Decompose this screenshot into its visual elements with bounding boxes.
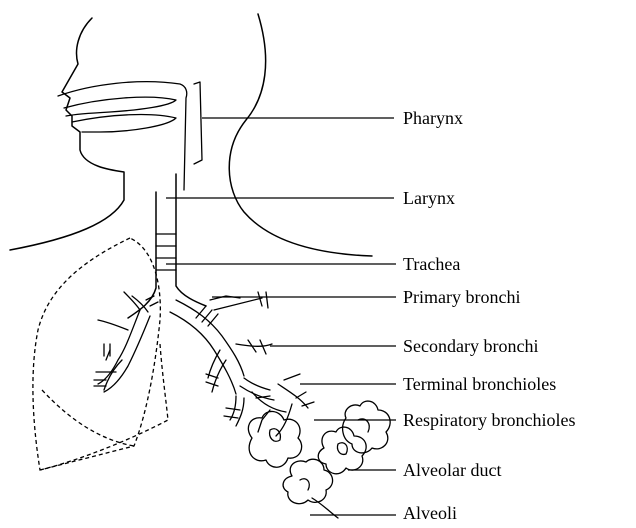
- left-bronchial-tree: [94, 292, 158, 392]
- pharynx-bracket: [194, 82, 202, 164]
- palate: [64, 97, 176, 116]
- alveoli-clusters: [248, 401, 390, 518]
- larynx-label: Larynx: [403, 188, 455, 208]
- left-lung-outline: [33, 238, 160, 470]
- terminal-bronchioles-label: Terminal bronchioles: [403, 374, 556, 394]
- primary-bronchi-label: Primary bronchi: [403, 287, 520, 307]
- alveolar-duct-label: Alveolar duct: [403, 460, 501, 480]
- back-of-head-outline: [229, 14, 372, 256]
- leader-lines: [166, 118, 396, 515]
- pharynx-label: Pharynx: [403, 108, 463, 128]
- respiratory-bronchioles-label: Respiratory bronchioles: [403, 410, 575, 430]
- secondary-bronchi-label: Secondary bronchi: [403, 336, 538, 356]
- tongue: [72, 115, 176, 132]
- head-profile-outline: [10, 18, 124, 250]
- trachea-left-wall: [128, 192, 156, 318]
- right-bronchial-tree: [170, 292, 314, 436]
- trachea-label: Trachea: [403, 254, 460, 274]
- left-lung-fissure: [42, 390, 134, 446]
- trachea-right-wall: [176, 174, 206, 306]
- alveoli-label: Alveoli: [403, 503, 457, 523]
